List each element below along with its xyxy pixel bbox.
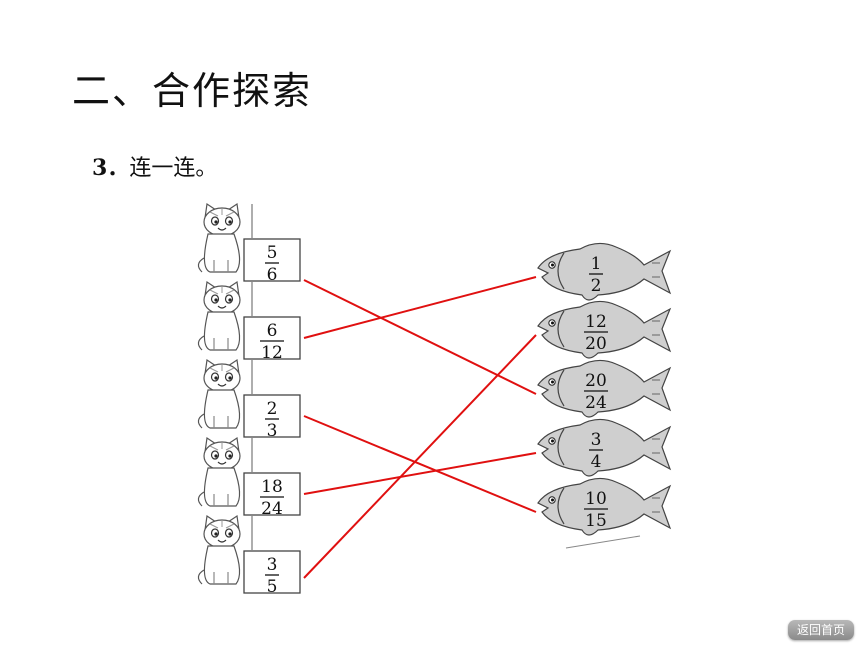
fraction-numerator: 18 <box>261 477 283 497</box>
home-button[interactable]: 返回首页 <box>788 620 854 640</box>
question-prompt: 3．连一连。 <box>92 150 217 182</box>
fraction-denominator: 20 <box>585 334 607 354</box>
cat-icon <box>197 202 241 273</box>
fraction-numerator: 12 <box>585 312 607 332</box>
fish-icon <box>537 477 672 536</box>
fraction-numerator: 20 <box>585 371 607 391</box>
fish-icon <box>537 242 672 301</box>
fraction-denominator: 24 <box>585 393 607 413</box>
fraction-numerator: 3 <box>591 430 602 450</box>
fraction-denominator: 3 <box>267 421 278 441</box>
cat-fraction-3: 23 <box>265 399 279 441</box>
card-frame <box>243 550 301 594</box>
cat-fraction-1: 56 <box>265 243 279 285</box>
cat-icon <box>197 514 241 585</box>
fraction-denominator: 6 <box>267 265 278 285</box>
cat-card-2[interactable]: 612 <box>197 280 301 363</box>
cat-card-5[interactable]: 35 <box>197 514 301 597</box>
fish-icon <box>537 418 672 477</box>
cat-icon <box>197 280 241 351</box>
match-line-2 <box>303 276 537 339</box>
fraction-numerator: 10 <box>585 489 607 509</box>
fish-icon <box>537 359 672 418</box>
fraction-numerator: 6 <box>267 321 278 341</box>
question-text: 连一连。 <box>129 156 218 181</box>
fish-icon <box>537 300 672 359</box>
fraction-denominator: 12 <box>261 343 283 363</box>
fish-1[interactable]: 12 <box>537 242 672 301</box>
fraction-numerator: 3 <box>267 555 278 575</box>
match-line-1 <box>303 279 537 395</box>
cat-icon <box>197 436 241 507</box>
cat-card-1[interactable]: 56 <box>197 202 301 285</box>
match-line-4 <box>303 452 537 495</box>
fraction-denominator: 5 <box>267 577 278 597</box>
cat-fraction-5: 35 <box>265 555 279 597</box>
question-number: 3． <box>92 155 130 181</box>
fraction-denominator: 4 <box>591 452 602 472</box>
fish-4[interactable]: 34 <box>537 418 672 477</box>
section-title: 二、合作探索 <box>72 69 313 113</box>
card-frame <box>243 316 301 360</box>
cat-fraction-2: 612 <box>260 321 284 363</box>
fraction-numerator: 5 <box>267 243 278 263</box>
fraction-denominator: 15 <box>585 511 607 531</box>
card-frame <box>243 238 301 282</box>
card-frame <box>243 472 301 516</box>
card-frame <box>243 394 301 438</box>
fish-fraction-4: 34 <box>589 430 603 472</box>
fraction-denominator: 24 <box>261 499 283 519</box>
shore-line <box>565 535 641 549</box>
match-line-3 <box>303 415 537 513</box>
match-line-5 <box>303 334 537 579</box>
fish-fraction-1: 12 <box>589 254 603 296</box>
fraction-denominator: 2 <box>591 276 602 296</box>
cat-icon <box>197 358 241 429</box>
fraction-numerator: 2 <box>267 399 278 419</box>
fraction-numerator: 1 <box>591 254 602 274</box>
cat-card-3[interactable]: 23 <box>197 358 301 441</box>
